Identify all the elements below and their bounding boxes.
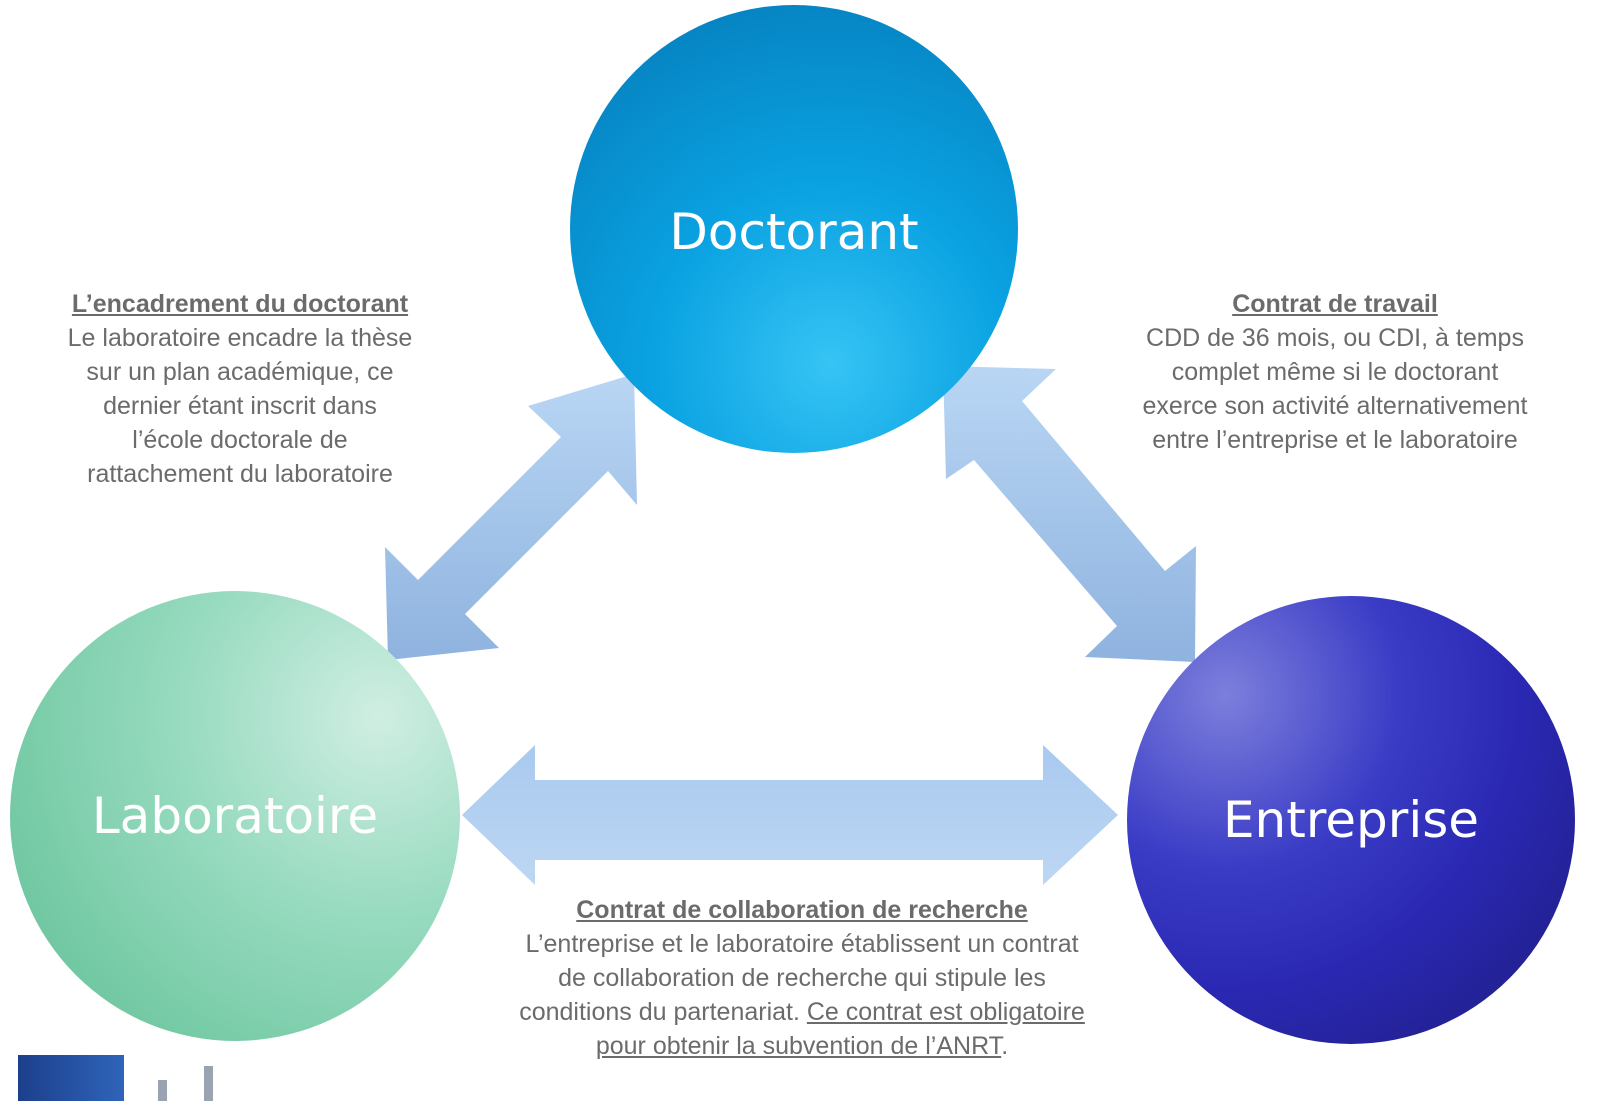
text-collaboration-title: Contrat de collaboration de recherche [576, 896, 1028, 924]
text-segment: . [1001, 1032, 1009, 1060]
text-line: de collaboration de recherche qui stipul… [558, 964, 1046, 992]
text-line: CDD de 36 mois, ou CDI, à temps [1146, 324, 1524, 352]
text-line: complet même si le doctorant [1171, 358, 1499, 386]
text-line: rattachement du laboratoire [87, 460, 393, 488]
text-collaboration: Contrat de collaboration de recherche L’… [432, 893, 1172, 1063]
text-segment: conditions du partenariat. [519, 998, 807, 1026]
text-segment-underlined: Ce contrat est obligatoire [806, 998, 1085, 1026]
text-line: entre l’entreprise et le laboratoire [1152, 426, 1518, 454]
logo-mark [158, 1066, 244, 1101]
text-line: sur un plan académique, ce [86, 358, 394, 386]
text-segment-underlined: pour obtenir la subvention de l’ANRT [595, 1032, 1002, 1060]
text-contrat-travail-title: Contrat de travail [1232, 290, 1438, 318]
text-line: exerce son activité alternativement [1142, 392, 1528, 420]
arrow-laboratoire-doctorant [385, 374, 637, 660]
text-encadrement: L’encadrement du doctorant Le laboratoir… [5, 287, 475, 491]
text-line: dernier étant inscrit dans [103, 392, 377, 420]
node-laboratoire-label: Laboratoire [91, 787, 379, 845]
arrow-laboratoire-entreprise [462, 745, 1118, 885]
node-laboratoire: Laboratoire [10, 591, 460, 1041]
text-line: conditions du partenariat. Ce contrat es… [432, 995, 1172, 1029]
node-doctorant: Doctorant [570, 5, 1018, 453]
text-line: Le laboratoire encadre la thèse [67, 324, 413, 352]
node-entreprise: Entreprise [1127, 596, 1575, 1044]
text-line: l’école doctorale de [132, 426, 348, 454]
text-line: L’entreprise et le laboratoire établisse… [525, 930, 1079, 958]
text-line: pour obtenir la subvention de l’ANRT. [432, 1029, 1172, 1063]
logo-square [18, 1055, 124, 1101]
arrow-doctorant-entreprise [943, 366, 1196, 662]
node-doctorant-label: Doctorant [669, 203, 919, 261]
text-contrat-travail: Contrat de travail CDD de 36 mois, ou CD… [1070, 287, 1600, 457]
text-encadrement-title: L’encadrement du doctorant [71, 290, 409, 318]
node-entreprise-label: Entreprise [1222, 791, 1480, 849]
